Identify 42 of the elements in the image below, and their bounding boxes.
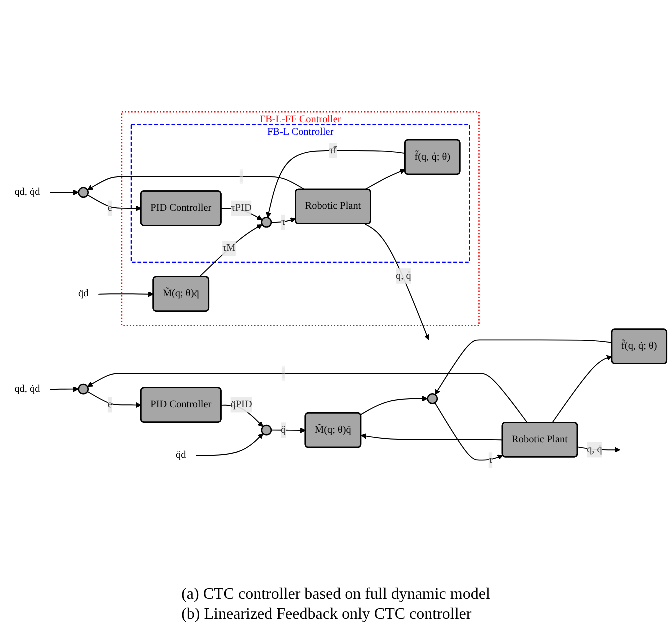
arrow [87,372,528,424]
signal-label: qd, q̇d [5,372,50,406]
arrow [87,194,142,211]
block-box: PID Controller [140,386,222,423]
summing-junction [78,186,90,198]
arrow [361,433,504,440]
block-box: f̃(q, q̇; θ) [404,138,461,175]
summing-junction [261,424,272,436]
arrow [270,427,306,433]
arrow [221,404,264,427]
arrow [434,402,504,460]
arrow [270,217,296,223]
block-box: M̃(q; θ)q̈ [304,412,362,448]
signal-label: q̈d [68,276,98,311]
caption-text: (b) Linearized Feedback only CTC controller [182,606,473,624]
arrow [364,168,406,190]
caption-text: (a) CTC controller based on full dynamic model [182,586,490,604]
arrow [266,150,406,218]
summing-junction [427,393,438,404]
block-box: f̃(q, q̇; θ) [611,328,668,364]
summing-junction [261,216,272,228]
arrow [364,223,430,340]
block-box: Robotic Plant [295,188,372,224]
arrow [50,386,80,392]
arrow [87,176,306,190]
edge-label: - [282,367,286,378]
arrow [434,339,613,395]
block-box: PID Controller [140,190,222,226]
signal-label: q̈d [166,438,196,472]
arrow [50,189,80,196]
arrow [196,433,264,456]
signal-label: qd, q̇d [5,175,50,210]
block-box: M̃(q; θ)q̈ [152,276,210,312]
arrow [199,224,263,278]
arrow [98,291,154,297]
arrow [360,396,428,416]
arrow [221,208,263,220]
block-box: Robotic Plant [502,422,578,458]
edge-label: - [240,170,244,182]
summing-junction [78,383,90,394]
arrow [552,355,613,424]
arrow [87,390,142,408]
